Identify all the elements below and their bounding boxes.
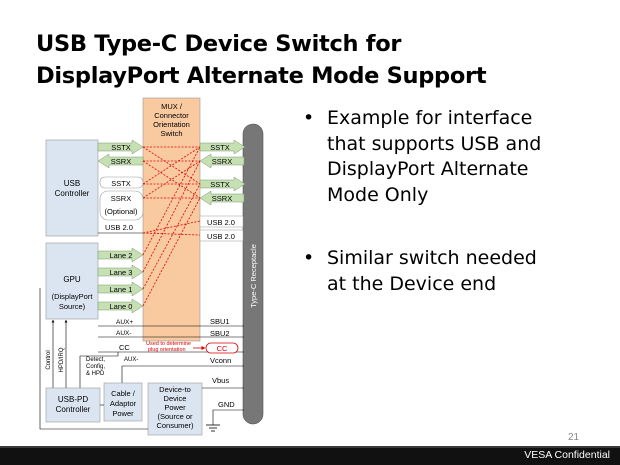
sbu2-label: SBU2: [210, 329, 230, 338]
lane-3-label: Lane 3: [110, 268, 133, 277]
gpu-label-line-2: (DisplayPort: [52, 292, 94, 301]
optional-label: (Optional): [105, 207, 138, 216]
right-sstx-1-arrow: [199, 139, 246, 155]
usb-controller-label-line-2: Controller: [55, 189, 90, 198]
mux-label-line-2: Connector: [154, 111, 189, 120]
type-c-switch-diagram: MUX / Connector Orientation Switch Type-…: [39, 97, 264, 436]
lane-2-label: Lane 2: [110, 251, 133, 260]
cable-adaptor-power-box: [103, 382, 143, 422]
cable-adaptor-line-2: Adaptor: [110, 399, 137, 408]
bullet-list: • Example for interface that supports US…: [300, 106, 600, 297]
left-sstx-2-label: SSTX: [111, 179, 131, 188]
slide-title-line-2: DisplayPort Alternate Mode Support: [36, 63, 487, 89]
device-power-line-5: Consumer): [156, 421, 194, 430]
lane-0: Lane 0: [97, 298, 144, 314]
usb-controller-box: [45, 139, 99, 237]
left-sstx-1-label: SSTX: [111, 143, 131, 152]
bullet-icon: •: [303, 107, 315, 129]
cc-to-pd-line: [79, 352, 119, 388]
cc-right-box: [205, 342, 239, 354]
control-label: Control: [46, 350, 52, 369]
usb-pd-controller-box: [45, 387, 101, 423]
left-ssrx-2-label: SSRX: [111, 194, 131, 203]
cable-adaptor-line-1: Cable /: [111, 389, 136, 398]
left-sstx-2-box: [99, 176, 144, 189]
bullet-1-line-3: DisplayPort Alternate: [327, 158, 529, 180]
slide-title: USB Type-C Device Switch for DisplayPort…: [36, 28, 596, 92]
bullet-item-1: • Example for interface that supports US…: [300, 106, 600, 208]
gpu-box: [45, 242, 99, 320]
pd-feedback-line: [39, 288, 148, 430]
footer-stripe: [0, 446, 620, 448]
mux-label-line-1: MUX /: [161, 102, 183, 111]
bullet-item-2: • Similar switch needed at the Device en…: [300, 246, 600, 297]
left-ssrx-2-box: [99, 190, 144, 221]
bullet-1-line-1: Example for interface: [327, 107, 533, 129]
mux-label-line-4: Switch: [160, 129, 182, 138]
lane-2: Lane 2: [97, 247, 144, 263]
lane-3: Lane 3: [97, 264, 144, 280]
right-usb20a-box: [199, 215, 244, 228]
footer-bar: VESA Confidential: [0, 446, 620, 465]
right-ssrx-1-label: SSRX: [212, 157, 232, 166]
bullet-1-line-4: Mode Only: [327, 183, 429, 206]
type-c-receptacle: [242, 123, 264, 425]
bullet-1-line-2: that supports USB and: [327, 132, 542, 155]
aux-minus-label: AUX-: [116, 330, 132, 337]
note-line-2: plug orientation: [148, 347, 186, 353]
mux-label-line-3: Orientation: [153, 120, 190, 129]
mux-crossings: [142, 146, 201, 307]
gnd-line: [212, 409, 244, 425]
detect-line-2: Config,: [86, 364, 105, 370]
vconn-label: Vconn: [210, 356, 231, 365]
sbu1-label: SBU1: [210, 317, 230, 326]
left-ssrx-1-label: SSRX: [111, 157, 131, 166]
right-sstx-1-label: SSTX: [210, 143, 230, 152]
lane-0-label: Lane 0: [110, 302, 133, 311]
right-ssrx-1-arrow: [199, 153, 245, 169]
detect-line-3: & HPD: [86, 371, 105, 377]
right-ssrx-2-label: SSRX: [212, 194, 232, 203]
hpd-irq-label: HPD/IRQ: [59, 347, 65, 372]
right-sstx-2-arrow: [199, 176, 246, 192]
bullet-2-line-1: Similar switch needed: [327, 247, 537, 269]
right-sstx-2-label: SSTX: [210, 180, 230, 189]
device-power-line-3: Power: [164, 403, 186, 412]
aux-minus-pd-label: AUX-: [124, 357, 138, 363]
footer-confidential-label: VESA Confidential: [524, 449, 610, 461]
gnd-label: GND: [218, 400, 235, 409]
ground-symbol-icon: [206, 424, 220, 432]
cc-right-label: CC: [217, 344, 228, 353]
aux-plus-label: AUX+: [116, 319, 133, 326]
lane-1-label: Lane 1: [110, 285, 133, 294]
usb-pd-label-line-2: Controller: [56, 405, 91, 414]
right-usb20a-label: USB 2.0: [207, 218, 235, 227]
right-usb20b-label: USB 2.0: [207, 232, 235, 241]
left-usb20-label: USB 2.0: [105, 223, 133, 232]
usb-pd-label-line-1: USB-PD: [58, 395, 88, 404]
right-usb20b-box: [199, 229, 244, 242]
vbus-label: Vbus: [212, 376, 229, 385]
cable-adaptor-line-3: Power: [112, 409, 134, 418]
slide-title-line-1: USB Type-C Device Switch for: [36, 31, 402, 57]
type-c-receptacle-label: Type-C Receptacle: [249, 244, 258, 308]
right-ssrx-2-arrow: [199, 190, 245, 206]
bullet-icon: •: [303, 247, 315, 269]
left-sstx-1-arrow: [97, 139, 144, 155]
usb-controller-label-line-1: USB: [64, 179, 80, 188]
gpu-label-line-3: Source): [59, 302, 86, 311]
note-line-1: Used to determine: [146, 341, 191, 347]
mux-block: [142, 97, 201, 342]
device-power-line-4: (Source or: [157, 412, 193, 421]
bullet-2-line-2: at the Device end: [327, 272, 497, 295]
lane-1: Lane 1: [97, 281, 144, 297]
device-power-box: [147, 382, 203, 436]
gpu-label-line-1: GPU: [63, 275, 81, 284]
detect-line-1: Detect,: [86, 357, 105, 363]
cc-left-label: CC: [119, 343, 130, 352]
device-power-line-2: Device: [164, 394, 187, 403]
left-ssrx-1-arrow: [97, 153, 144, 169]
device-power-line-1: Device-to: [159, 385, 191, 394]
page-number: 21: [568, 432, 580, 443]
